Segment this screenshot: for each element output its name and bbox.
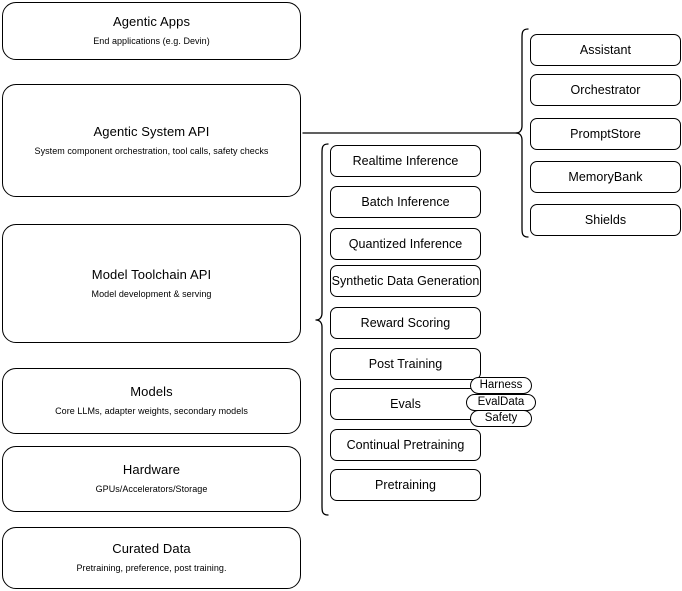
toolchain-item-pretraining[interactable]: Pretraining (330, 469, 481, 501)
layer-agentic-apps[interactable]: Agentic Apps End applications (e.g. Devi… (2, 2, 301, 60)
toolchain-item-batch-inference[interactable]: Batch Inference (330, 186, 481, 218)
eval-pill-harness[interactable]: Harness (470, 377, 532, 394)
system-item-label: Shields (584, 213, 627, 227)
toolchain-item-label: Evals (390, 397, 421, 411)
layer-title: Agentic Apps (112, 14, 191, 30)
layer-curated-data[interactable]: Curated Data Pretraining, preference, po… (2, 527, 301, 589)
layer-subtitle: GPUs/Accelerators/Storage (95, 484, 208, 495)
layer-model-toolchain-api[interactable]: Model Toolchain API Model development & … (2, 224, 301, 343)
toolchain-item-quantized-inference[interactable]: Quantized Inference (330, 228, 481, 260)
toolchain-item-label: Batch Inference (361, 195, 450, 209)
system-item-label: Orchestrator (570, 83, 641, 97)
toolchain-item-post-training[interactable]: Post Training (330, 348, 481, 380)
toolchain-item-label: Reward Scoring (360, 316, 451, 330)
eval-pill-label: Safety (484, 411, 518, 424)
eval-pill-evaldata[interactable]: EvalData (466, 394, 536, 411)
layer-subtitle: Model development & serving (91, 288, 212, 299)
layer-models[interactable]: Models Core LLMs, adapter weights, secon… (2, 368, 301, 434)
system-item-label: PromptStore (570, 127, 641, 141)
layer-subtitle: End applications (e.g. Devin) (93, 36, 210, 47)
system-item-orchestrator[interactable]: Orchestrator (530, 74, 681, 106)
layer-subtitle: Core LLMs, adapter weights, secondary mo… (55, 406, 248, 417)
toolchain-components-brace (315, 143, 329, 516)
eval-pill-label: Harness (479, 378, 523, 391)
eval-pill-label: EvalData (477, 395, 525, 408)
layer-agentic-system-api[interactable]: Agentic System API System component orch… (2, 84, 301, 197)
toolchain-item-continual-pretraining[interactable]: Continual Pretraining (330, 429, 481, 461)
toolchain-item-evals[interactable]: Evals (330, 388, 481, 420)
toolchain-item-label: Pretraining (375, 478, 436, 492)
system-item-assistant[interactable]: Assistant (530, 34, 681, 66)
eval-pill-safety[interactable]: Safety (470, 410, 532, 427)
layer-title: Hardware (122, 462, 181, 478)
toolchain-item-label: Quantized Inference (348, 237, 463, 251)
layer-subtitle: System component orchestration, tool cal… (34, 145, 269, 156)
toolchain-item-reward-scoring[interactable]: Reward Scoring (330, 307, 481, 339)
toolchain-item-realtime-inference[interactable]: Realtime Inference (330, 145, 481, 177)
layer-title: Agentic System API (93, 123, 210, 139)
system-item-memorybank[interactable]: MemoryBank (530, 161, 681, 193)
toolchain-item-label: Continual Pretraining (346, 438, 465, 452)
system-item-promptstore[interactable]: PromptStore (530, 118, 681, 150)
layer-subtitle: Pretraining, preference, post training. (76, 563, 227, 574)
layer-title: Model Toolchain API (91, 266, 212, 282)
layer-title: Models (130, 384, 173, 400)
system-components-brace (515, 28, 529, 238)
system-item-shields[interactable]: Shields (530, 204, 681, 236)
layer-hardware[interactable]: Hardware GPUs/Accelerators/Storage (2, 446, 301, 512)
system-item-label: MemoryBank (568, 170, 643, 184)
toolchain-item-label: Synthetic Data Generation (331, 274, 480, 288)
toolchain-item-label: Post Training (368, 357, 443, 371)
toolchain-item-synthetic-data-generation[interactable]: Synthetic Data Generation (330, 265, 481, 297)
system-item-label: Assistant (579, 43, 632, 57)
toolchain-item-label: Realtime Inference (352, 154, 459, 168)
layer-title: Curated Data (112, 541, 191, 557)
